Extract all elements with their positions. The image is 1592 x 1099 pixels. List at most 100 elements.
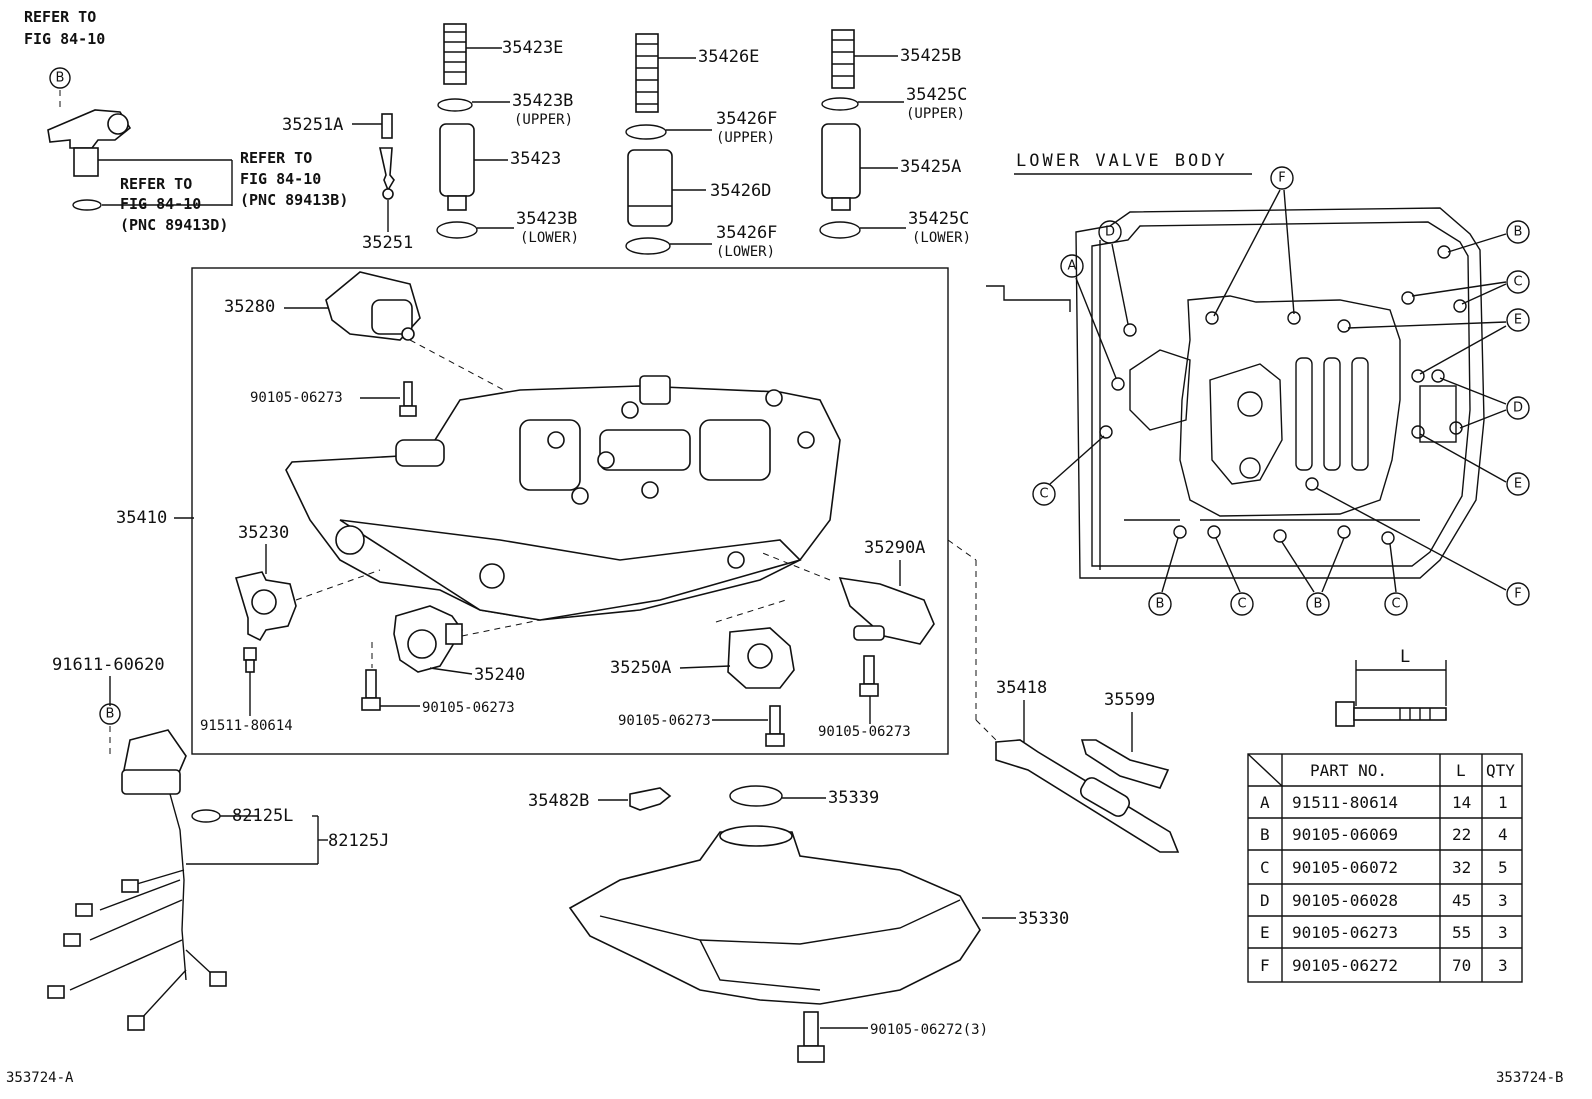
- svg-text:E: E: [1514, 313, 1522, 328]
- label-35425A: 35425A: [900, 157, 961, 177]
- table-row-e-key: E: [1260, 923, 1270, 942]
- svg-text:B: B: [1514, 225, 1523, 240]
- solenoid-35240: [393, 605, 463, 673]
- label-35426F-upper: 35426F: [716, 109, 777, 129]
- label-35425C-upper: 35425C: [906, 85, 967, 105]
- label-90105-06273-c: 90105-06273: [618, 713, 711, 729]
- label-upper-2: (UPPER): [716, 130, 775, 146]
- label-35599: 35599: [1104, 690, 1155, 710]
- svg-text:B: B: [106, 707, 115, 722]
- table-header-part-no: PART NO.: [1310, 761, 1387, 780]
- label-lower-1: (LOWER): [520, 230, 579, 246]
- label-lower-2: (LOWER): [716, 244, 775, 260]
- valve-rod-35418: [995, 739, 1180, 853]
- bolt-diagram-L: [1335, 701, 1447, 727]
- parts-table: PART NO. L QTY A 91511-80614 14 1 B 9010…: [1247, 753, 1523, 983]
- label-35251: 35251: [362, 233, 413, 253]
- bolt-d: [859, 655, 879, 697]
- callout-b-right: B: [1506, 220, 1530, 244]
- solenoid-35290A: [838, 577, 935, 645]
- table-row-b-l: 22: [1452, 825, 1471, 844]
- svg-text:C: C: [1391, 597, 1400, 612]
- accumulator-piston-35425A: [821, 123, 861, 211]
- table-row-c-l: 32: [1452, 858, 1471, 877]
- callout-f-right: F: [1506, 582, 1530, 606]
- refer-top-1: REFER TO: [24, 8, 96, 26]
- solenoid-35250A: [727, 627, 795, 689]
- label-90105-06272-3: 90105-06272(3): [870, 1022, 988, 1038]
- label-35425C-lower: 35425C: [908, 209, 969, 229]
- callout-c-bottom-1: C: [1230, 592, 1254, 616]
- label-35250A: 35250A: [610, 658, 671, 678]
- o-ring-sensor: [72, 199, 102, 211]
- label-35251A: 35251A: [282, 115, 343, 135]
- spring-35251A: [381, 113, 393, 139]
- dim-label-L: L: [1400, 647, 1410, 667]
- table-row-f-qty: 3: [1498, 956, 1508, 975]
- label-35482B: 35482B: [528, 791, 589, 811]
- label-35330: 35330: [1018, 909, 1069, 929]
- label-lower-3: (LOWER): [912, 230, 971, 246]
- figure-code-left: 353724-A: [6, 1070, 74, 1086]
- o-ring-35423B-lower: [436, 221, 478, 239]
- svg-text:F: F: [1514, 587, 1521, 602]
- label-35426F-lower: 35426F: [716, 223, 777, 243]
- svg-text:B: B: [56, 71, 65, 86]
- table-row-b-qty: 4: [1498, 825, 1508, 844]
- callout-c-bottom-2: C: [1384, 592, 1408, 616]
- callout-b-harness: B: [99, 703, 121, 725]
- callout-c-right: C: [1506, 270, 1530, 294]
- bolt-a: [399, 381, 417, 417]
- table-row-d-qty: 3: [1498, 891, 1508, 910]
- label-91511-80614: 91511-80614: [200, 718, 293, 734]
- label-35426E: 35426E: [698, 47, 759, 67]
- refer-mid1-3: (PNC 89413B): [240, 191, 348, 209]
- pin-35251: [379, 147, 395, 200]
- valve-body-frame: [191, 267, 949, 755]
- bracket-35599: [1080, 739, 1170, 789]
- table-row-a-qty: 1: [1498, 793, 1508, 812]
- svg-text:C: C: [1039, 487, 1048, 502]
- table-row-d-key: D: [1260, 891, 1270, 910]
- solenoid-35230: [234, 571, 297, 642]
- label-35290A: 35290A: [864, 538, 925, 558]
- refer-mid2-2: FIG 84-10: [120, 195, 201, 213]
- o-ring-35425C-upper: [821, 97, 859, 111]
- svg-text:C: C: [1513, 275, 1522, 290]
- refer-top-2: FIG 84-10: [24, 30, 105, 48]
- svg-text:B: B: [1156, 597, 1165, 612]
- callout-c-left: C: [1032, 482, 1056, 506]
- o-ring-35426F-upper: [625, 124, 667, 140]
- label-35423E: 35423E: [502, 38, 563, 58]
- accumulator-piston-35426D: [627, 149, 673, 227]
- svg-text:A: A: [1068, 259, 1077, 274]
- label-82125J: 82125J: [328, 831, 389, 851]
- o-ring-35423B-upper: [437, 98, 473, 112]
- label-35426D: 35426D: [710, 181, 771, 201]
- table-row-b-part: 90105-06069: [1292, 825, 1398, 844]
- lower-valve-body-view: [986, 207, 1485, 579]
- label-35423B-lower: 35423B: [516, 209, 577, 229]
- callout-f-top: F: [1270, 166, 1294, 190]
- label-90105-06273-a: 90105-06273: [250, 390, 343, 406]
- table-header-qty: QTY: [1486, 761, 1515, 780]
- callout-e-right: E: [1506, 472, 1530, 496]
- bolt-c: [765, 705, 785, 747]
- clip-35482B: [629, 787, 672, 811]
- table-row-b-key: B: [1260, 825, 1270, 844]
- label-35418: 35418: [996, 678, 1047, 698]
- label-35339: 35339: [828, 788, 879, 808]
- table-row-d-part: 90105-06028: [1292, 891, 1398, 910]
- table-row-f-l: 70: [1452, 956, 1471, 975]
- table-row-d-l: 45: [1452, 891, 1471, 910]
- solenoid-35280: [325, 271, 421, 341]
- refer-mid1-2: FIG 84-10: [240, 170, 321, 188]
- table-row-f-part: 90105-06272: [1292, 956, 1398, 975]
- svg-text:D: D: [1105, 225, 1115, 240]
- table-row-a-part: 91511-80614: [1292, 793, 1398, 812]
- table-row-e-part: 90105-06273: [1292, 923, 1398, 942]
- label-91611-60620: 91611-60620: [52, 655, 165, 675]
- label-35410: 35410: [116, 508, 167, 528]
- bolt-b: [361, 669, 381, 711]
- svg-text:F: F: [1278, 171, 1285, 186]
